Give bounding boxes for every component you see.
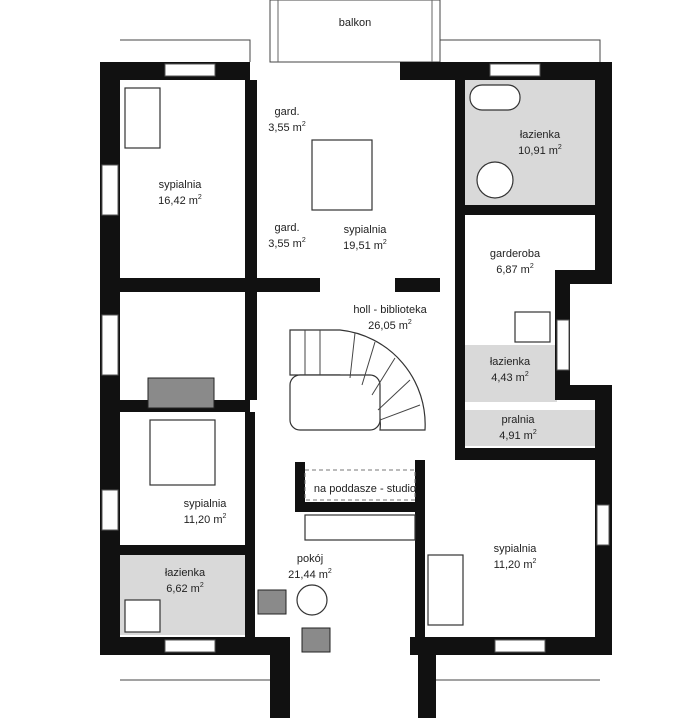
unit-superscript: 2 [383,239,387,246]
unit-superscript: 2 [408,319,412,326]
unit-superscript: 2 [200,582,204,589]
room-name: sypialnia [159,179,203,191]
unit-superscript: 2 [223,513,227,520]
room-name: garderoba [490,248,541,260]
bed [149,419,216,486]
room-area: 11,20 m2 [184,513,227,526]
room-area: 6,87 m2 [496,263,534,276]
unit-superscript: 2 [533,558,537,565]
sofa [147,377,215,409]
unit-superscript: 2 [558,144,562,151]
shower [124,599,161,633]
room-area: 19,51 m2 [343,239,387,252]
shower [476,161,514,199]
room-area: 16,42 m2 [158,194,202,207]
unit-superscript: 2 [302,237,306,244]
room-name: sypialnia [494,543,538,555]
room-area: 3,55 m2 [268,121,306,134]
room-name: łazienka [165,567,206,579]
room-labels: balkon gard. 3,55 m2 gard. 3,55 m2 sypia… [158,17,562,595]
balcony-outline [269,0,441,63]
armchair [301,627,331,653]
unit-superscript: 2 [328,568,332,575]
unit-superscript: 2 [302,121,306,128]
armchair [257,589,287,615]
unit-superscript: 2 [530,263,534,270]
room-name: na poddasze - studio [314,483,416,495]
room-name: gard. [274,106,299,118]
room-name: pralnia [501,414,535,426]
room-name: pokój [297,553,323,565]
attic-stairs [304,469,416,541]
unit-superscript: 2 [525,371,529,378]
room-name: balkon [339,17,371,29]
room-name: holl - biblioteka [353,304,427,316]
unit-superscript: 2 [533,429,537,436]
room-name: gard. [274,222,299,234]
table [296,584,328,616]
room-area: 10,91 m2 [518,144,562,157]
room-area: 26,05 m2 [368,319,412,332]
room-area: 4,91 m2 [499,429,537,442]
shower [514,311,551,343]
room-area: 6,62 m2 [166,582,204,595]
bed [124,87,161,149]
spiral-staircase [289,329,426,431]
laundry-floor [462,410,602,446]
room-area: 21,44 m2 [288,568,332,581]
windows [101,63,610,653]
room-area: 4,43 m2 [491,371,529,384]
room-name: łazienka [490,356,531,368]
bed [427,554,464,626]
room-name: sypialnia [344,224,388,236]
room-area: 3,55 m2 [268,237,306,250]
bathtub [469,84,521,111]
room-name: łazienka [520,129,561,141]
bed [311,139,373,211]
room-area: 11,20 m2 [494,558,537,571]
unit-superscript: 2 [198,194,202,201]
bathroom-floor [462,345,557,402]
room-name: sypialnia [184,498,228,510]
roof-edge [120,39,601,62]
